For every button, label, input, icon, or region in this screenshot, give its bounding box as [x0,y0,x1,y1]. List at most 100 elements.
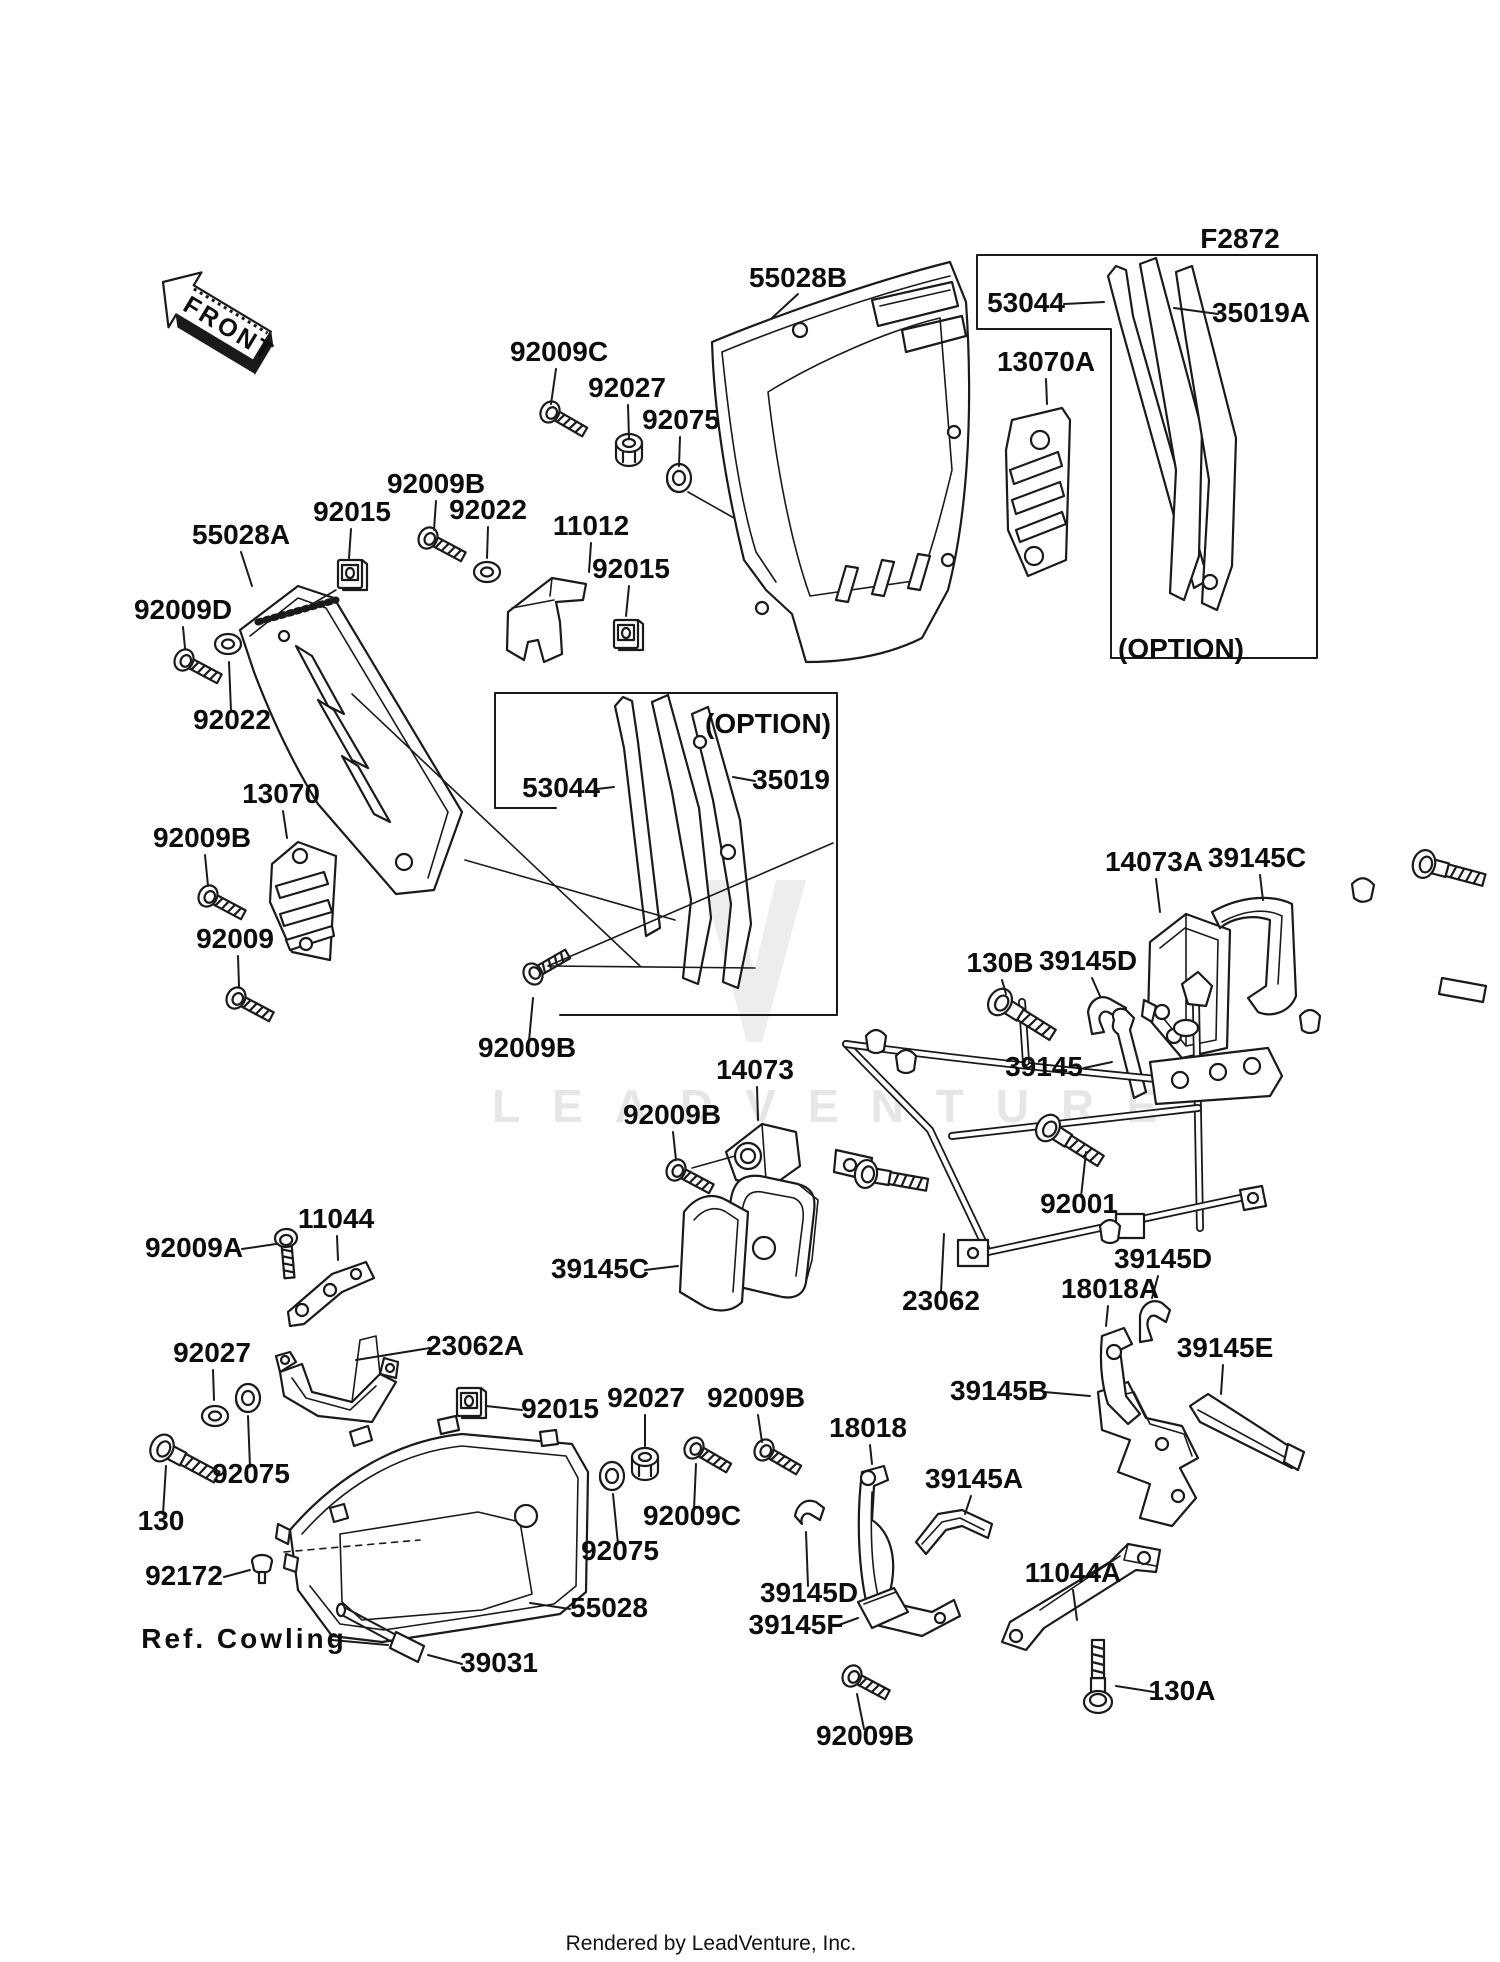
part-label-92075: 92075 [581,1535,659,1566]
leader-line [1105,1305,1109,1327]
part-label-39145D: 39145D [760,1577,858,1608]
leader-line [625,585,630,617]
leader-line [247,1415,251,1468]
leader-line [691,1155,736,1169]
part-label-92027: 92027 [173,1337,251,1368]
part-label-92075: 92075 [212,1458,290,1489]
part-label-55028B: 55028B [749,262,847,293]
part-label-92009C: 92009C [643,1500,741,1531]
part-label-92022: 92022 [449,494,527,525]
part-label-39145D: 39145D [1114,1243,1212,1274]
grommet-92075-2 [234,1382,262,1414]
pin-92172 [250,1553,274,1585]
part-label-F2872: F2872 [1200,223,1279,254]
leader-line [644,1265,679,1271]
leader-line [237,955,240,987]
leader-line [693,1463,697,1510]
bolt-92009B-5 [749,1434,806,1481]
leader-line [612,1493,619,1545]
leader-line [964,1495,972,1515]
plug-92027-2 [200,1404,230,1428]
part-label-92022: 92022 [193,704,271,735]
part-label-39145C: 39145C [1208,842,1306,873]
bolt-92009B-1 [413,522,470,568]
leader-line [588,542,592,573]
part-label-Ref-Cowling: Ref. Cowling [141,1623,347,1654]
part-label-39031: 39031 [460,1647,538,1678]
leader-line [355,1347,431,1361]
watermark: LEADVENTURE [492,880,1157,1132]
leader-line [223,1569,251,1578]
part-frame-23062 [832,877,1488,1268]
leader-line [212,1369,215,1401]
part-label-39145C: 39145C [551,1253,649,1284]
part-bracket-11044 [286,1260,376,1328]
leader-line [1220,1364,1224,1395]
part-bracket-14073 [724,1122,819,1299]
leader-line [1151,1275,1159,1299]
leader-line [547,965,756,969]
part-gasket-39145C-left [678,1194,750,1312]
part-label-18018: 18018 [829,1412,907,1443]
leader-line [1173,307,1219,315]
bolt-92009B-4 [661,1154,718,1200]
part-trim-35019 [650,693,753,990]
leader-line [869,1444,873,1465]
part-label-92015: 92015 [521,1393,599,1424]
leader-line [1043,1391,1091,1397]
leader-line [835,1617,859,1627]
part-cowling-lower-55028 [274,1414,590,1644]
part-label-11012: 11012 [553,510,629,541]
leader-line [1091,977,1101,997]
part-label-14073: 14073 [716,1054,794,1085]
bolt-92009B-6 [837,1660,894,1706]
part-louver-13070A [1004,406,1072,578]
part-trim-53044-mid [613,695,662,938]
part-louver-13070 [268,840,338,962]
leader-line [1072,1589,1078,1621]
part-clip-39145D-b [1138,1300,1172,1344]
part-label-92009D: 92009D [134,594,232,625]
leadventure-logo-icon [702,880,806,1042]
part-label-92009B: 92009B [707,1382,805,1413]
leader-line [757,1414,763,1443]
part-trim-39145A [914,1508,994,1556]
bolt-92009C [535,396,592,443]
leader-line [228,661,232,712]
part-label-11044: 11044 [298,1203,375,1234]
leader-line [348,528,352,559]
part-label-OPTION: (OPTION) [705,708,831,739]
leader-line [351,693,641,967]
leader-line [550,368,557,405]
leader-line [336,1235,339,1261]
part-clip-39145D-a [1086,996,1128,1036]
part-label-39145F: 39145F [749,1609,844,1640]
leader-line [1115,1685,1155,1693]
part-stay-11044A [1000,1542,1162,1652]
part-label-92172: 92172 [145,1560,223,1591]
bolt-92009B-2 [193,880,250,926]
part-label-OPTION: (OPTION) [1118,633,1244,664]
part-label-130B: 130B [967,947,1034,978]
leader-line [485,1405,523,1411]
leader-line [1083,1061,1113,1069]
part-label-92009: 92009 [196,923,274,954]
part-label-92015: 92015 [592,553,670,584]
part-label-55028A: 55028A [192,519,290,550]
leader-line [1259,874,1264,901]
grommet-92075 [665,462,693,494]
leader-line [464,859,676,921]
leader-line [240,551,253,587]
leader-line [486,526,489,559]
leader-line [856,1693,865,1730]
part-label-39145A: 39145A [925,1463,1023,1494]
bolt-92009D [169,644,226,690]
nut-92027-3 [630,1446,660,1482]
part-label-35019: 35019 [752,764,830,795]
leader-line [162,1465,167,1515]
leader-line [672,1131,677,1161]
leader-line [940,1233,945,1293]
leader-line [528,997,534,1042]
part-label-92015: 92015 [313,496,391,527]
